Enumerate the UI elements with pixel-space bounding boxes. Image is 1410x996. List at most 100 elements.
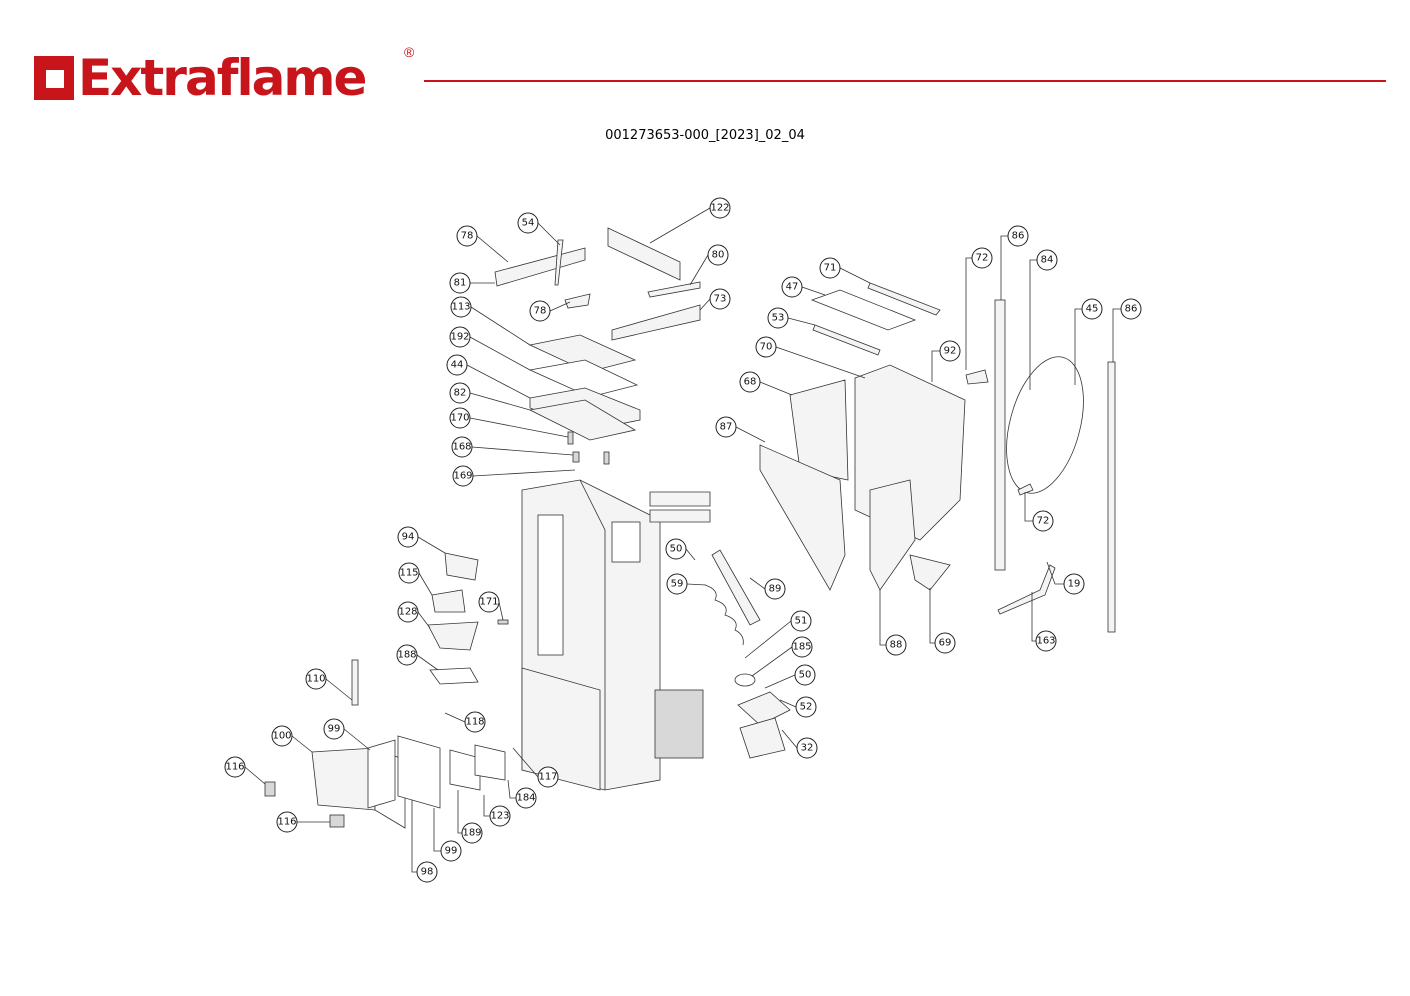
callout-32[interactable]: 32 [781,729,818,759]
svg-text:168: 168 [452,442,471,453]
callout-72b[interactable]: 72 [1024,492,1054,532]
callout-123[interactable]: 123 [483,795,511,827]
svg-text:122: 122 [710,203,729,214]
callout-192[interactable]: 192 [449,326,531,371]
callout-70[interactable]: 70 [755,336,866,379]
svg-text:170: 170 [450,413,469,424]
callout-117[interactable]: 117 [512,747,559,788]
svg-text:72: 72 [1037,516,1050,527]
brand-logo: Extraflame ® [34,44,414,106]
part-71 [867,282,941,316]
callout-98[interactable]: 98 [411,800,438,883]
callout-115[interactable]: 115 [398,562,433,596]
callout-118[interactable]: 118 [444,711,486,733]
main-body-lower [521,667,601,791]
svg-text:163: 163 [1036,636,1055,647]
part-52 [737,691,791,726]
callout-113[interactable]: 113 [450,296,531,346]
part-171 [497,619,509,625]
registered-mark: ® [404,44,415,60]
svg-text:88: 88 [890,640,903,651]
callout-81[interactable]: 81 [449,272,495,294]
callout-184[interactable]: 184 [507,779,537,809]
document-code: 001273653-000_[2023]_02_04 [605,128,805,143]
part-73 [611,304,701,341]
svg-text:171: 171 [479,597,498,608]
callout-89[interactable]: 89 [749,577,786,600]
callout-53[interactable]: 53 [767,307,816,329]
callout-110[interactable]: 110 [305,668,353,701]
part-87 [759,444,846,591]
callout-52[interactable]: 52 [779,696,817,718]
part-100 [311,747,376,811]
svg-text:116: 116 [277,817,296,828]
callout-87[interactable]: 87 [715,416,766,443]
part-116b [329,814,345,828]
callout-171[interactable]: 171 [478,591,504,621]
callout-189[interactable]: 189 [457,790,483,844]
svg-text:59: 59 [671,579,684,590]
callout-168[interactable]: 168 [451,436,574,458]
part-168b [603,451,610,465]
callout-122[interactable]: 122 [649,197,731,244]
callout-99b[interactable]: 99 [433,808,462,862]
svg-text:73: 73 [714,294,727,305]
callout-99[interactable]: 99 [323,718,371,751]
part-86 [994,299,1006,571]
callout-92[interactable]: 92 [931,340,961,382]
callout-82[interactable]: 82 [449,382,531,411]
callout-170[interactable]: 170 [449,407,569,438]
part-32 [739,717,786,759]
callout-44[interactable]: 44 [446,354,531,399]
svg-text:189: 189 [462,828,481,839]
callout-188[interactable]: 188 [396,644,439,671]
callout-116b[interactable]: 116 [276,811,330,833]
main-body-window [537,514,564,656]
callout-50[interactable]: 50 [665,538,696,561]
svg-text:19: 19 [1068,579,1081,590]
callout-128[interactable]: 128 [397,601,431,629]
callout-51[interactable]: 51 [744,610,812,659]
part-72 [965,369,989,385]
callout-73[interactable]: 73 [699,288,731,311]
callout-69[interactable]: 69 [929,588,956,654]
callout-71[interactable]: 71 [819,257,871,284]
callout-50b[interactable]: 50 [764,664,816,689]
callout-78[interactable]: 78 [456,225,509,263]
svg-text:50: 50 [799,670,812,681]
part-86b [1107,361,1116,633]
part-184 [474,744,506,781]
callout-19[interactable]: 19 [1046,561,1085,595]
callout-45[interactable]: 45 [1074,298,1103,385]
callout-86b[interactable]: 86 [1112,298,1142,362]
callout-116[interactable]: 116 [224,756,266,785]
callout-94[interactable]: 94 [397,526,446,554]
svg-text:192: 192 [450,332,469,343]
callout-163[interactable]: 163 [1031,592,1057,652]
callout-80[interactable]: 80 [689,244,729,286]
callout-86[interactable]: 86 [1000,225,1029,300]
callout-88[interactable]: 88 [879,590,907,656]
callout-169[interactable]: 169 [452,465,576,487]
part-59 [704,584,744,646]
part-123 [449,749,481,791]
callout-100[interactable]: 100 [271,725,313,753]
part-128 [427,621,479,651]
callout-68[interactable]: 68 [739,371,793,396]
svg-text:72: 72 [976,253,989,264]
callout-185[interactable]: 185 [751,636,813,677]
svg-text:52: 52 [800,702,813,713]
part-53 [812,324,881,356]
svg-text:71: 71 [824,263,837,274]
callout-78b[interactable]: 78 [529,300,571,322]
svg-text:45: 45 [1086,304,1099,315]
callout-54[interactable]: 54 [517,212,561,246]
part-122 [607,227,681,281]
callout-47[interactable]: 47 [781,276,826,298]
callout-59[interactable]: 59 [666,573,707,595]
callout-72[interactable]: 72 [965,247,993,370]
part-185 [734,673,756,687]
svg-text:100: 100 [272,731,291,742]
callout-84[interactable]: 84 [1029,249,1058,390]
svg-text:92: 92 [944,346,957,357]
